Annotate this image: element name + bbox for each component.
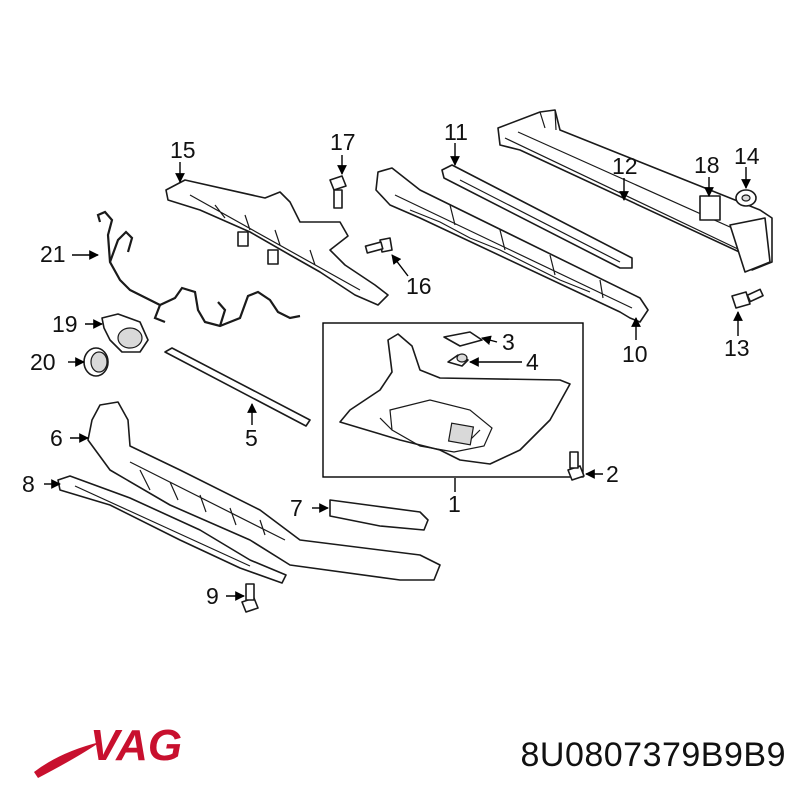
callout-10: 10 bbox=[622, 341, 648, 367]
trim-strip-part bbox=[164, 347, 311, 427]
sensor-part bbox=[101, 313, 149, 353]
callout-16: 16 bbox=[406, 273, 432, 299]
reinforcement-beam-part bbox=[497, 109, 773, 273]
callout-17: 17 bbox=[330, 129, 356, 155]
callout-9: 9 bbox=[206, 583, 219, 609]
callout-20: 20 bbox=[30, 349, 56, 375]
callout-15: 15 bbox=[170, 137, 196, 163]
small-trim-part bbox=[329, 499, 429, 531]
inset-box bbox=[322, 322, 584, 478]
mounting-bracket-part bbox=[165, 179, 389, 306]
callout-8: 8 bbox=[22, 471, 35, 497]
wiring-harness-part bbox=[96, 210, 301, 328]
callout-1: 1 bbox=[448, 491, 461, 517]
part-number: 8U0807379B9B9 bbox=[520, 736, 786, 774]
callout-18: 18 bbox=[694, 152, 720, 178]
callout-5: 5 bbox=[245, 425, 258, 451]
callout-2: 2 bbox=[606, 461, 619, 487]
callout-3: 3 bbox=[502, 329, 515, 355]
callout-4: 4 bbox=[526, 349, 539, 375]
vag-logo-text: VAG bbox=[90, 721, 182, 770]
nut-14 bbox=[735, 189, 757, 207]
lower-cover-part bbox=[87, 401, 441, 581]
vag-logo: VAG bbox=[34, 721, 182, 778]
callout-13: 13 bbox=[724, 335, 750, 361]
bolt-13 bbox=[731, 288, 764, 309]
bolt-16 bbox=[364, 237, 393, 254]
callout-11: 11 bbox=[444, 119, 468, 145]
bolt-17 bbox=[329, 175, 347, 209]
callout-14: 14 bbox=[734, 143, 760, 169]
bolt-9 bbox=[241, 583, 259, 613]
callout-7: 7 bbox=[290, 495, 303, 521]
callout-6: 6 bbox=[50, 425, 63, 451]
callout-19: 19 bbox=[52, 311, 78, 337]
clip-18 bbox=[699, 195, 721, 221]
sensor-ring-part bbox=[83, 347, 109, 377]
callout-12: 12 bbox=[612, 153, 638, 179]
lower-trim-part bbox=[57, 475, 287, 584]
callout-21: 21 bbox=[40, 241, 66, 267]
leader-lines bbox=[44, 143, 751, 601]
bolt-2 bbox=[567, 451, 585, 481]
